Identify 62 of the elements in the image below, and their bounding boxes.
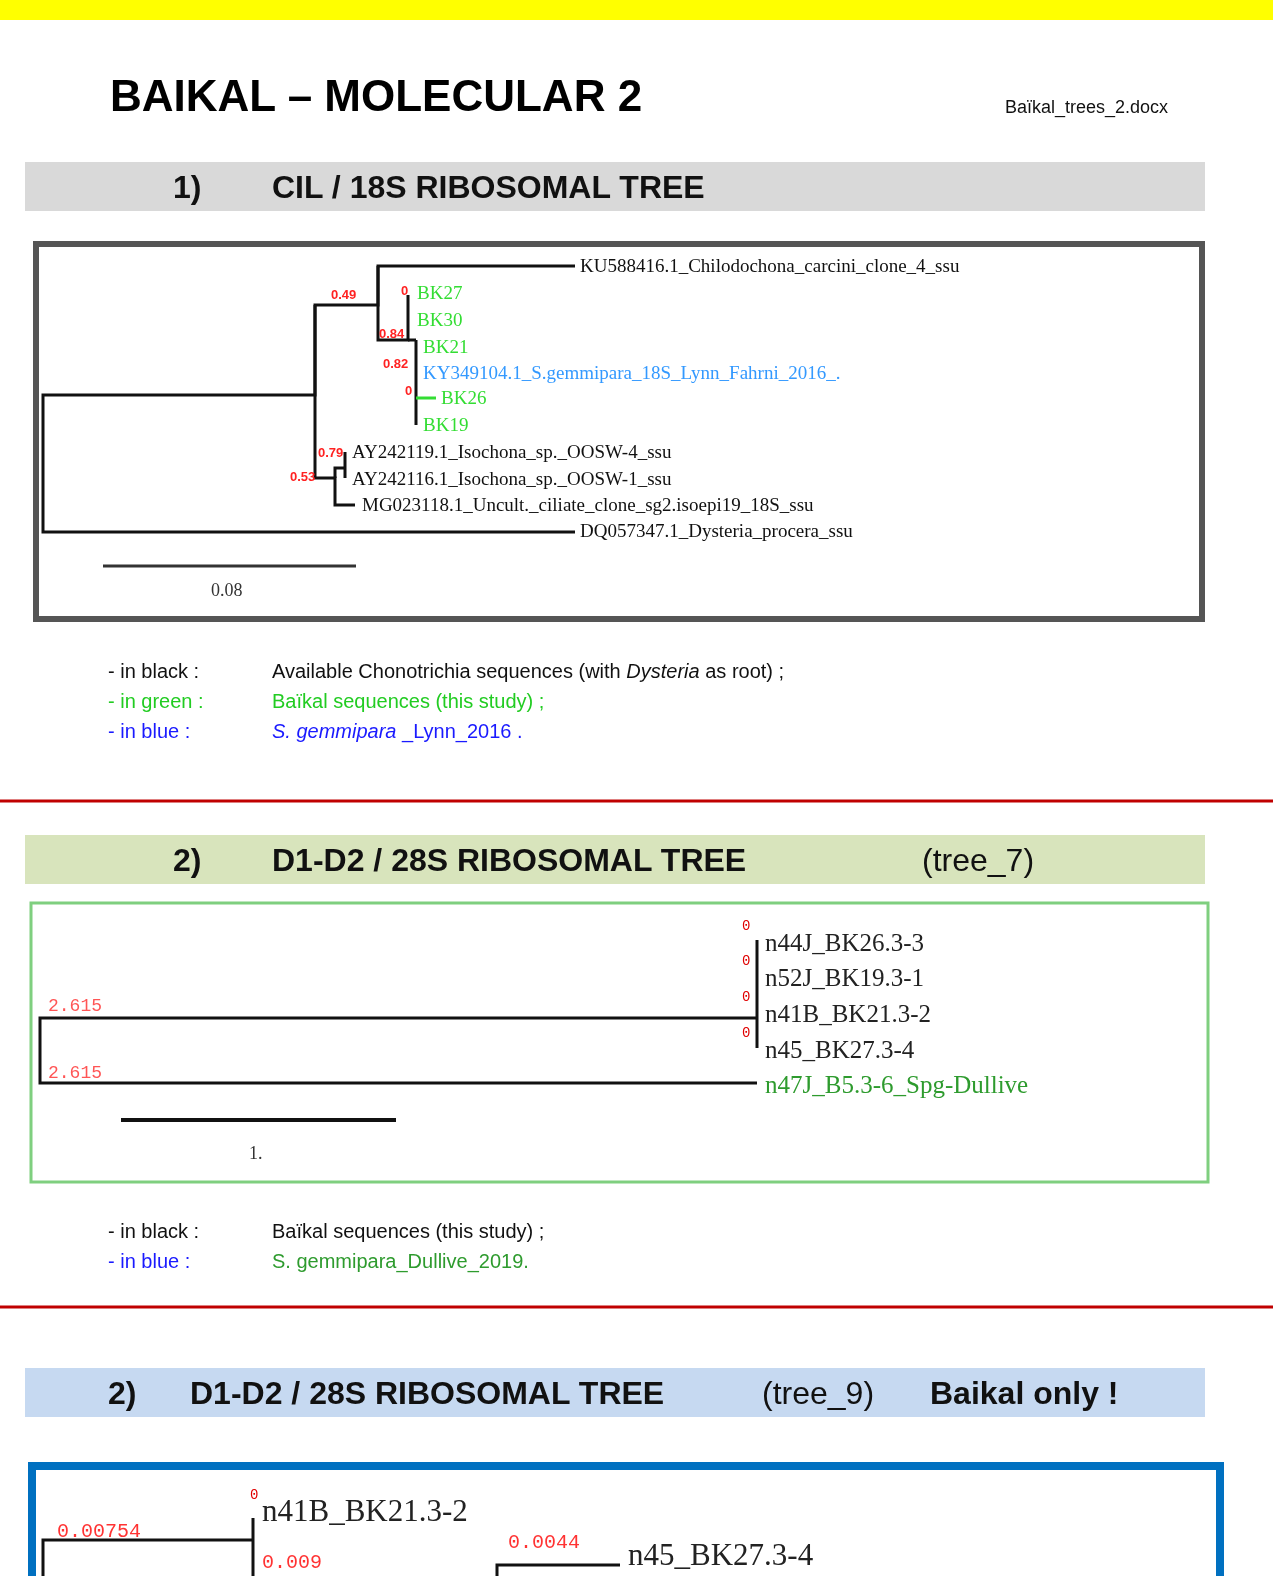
legend-text: S. gemmipara _Lynn_2016 . [272, 720, 523, 742]
scale-value: 0.08 [211, 581, 243, 601]
leaf-label: n47J_B5.3-6_Spg-Dullive [765, 1071, 1029, 1099]
branch-value: 0.00754 [57, 1521, 141, 1543]
section-header-band [25, 162, 1205, 211]
leaf-label: KU588416.1_Chilodochona_carcini_clone_4_ssu [580, 256, 960, 277]
leaf-label: AY242116.1_Isochona_sp._OOSW-1_ssu [352, 469, 672, 490]
leaf-label: n45_BK27.3-4 [628, 1538, 814, 1573]
tree-id: (tree_7) [922, 844, 1035, 876]
legend-key: - in green : [108, 690, 204, 712]
branch-value: 0.009 [262, 1552, 322, 1574]
section-title: D1-D2 / 28S RIBOSOMAL TREE [190, 1377, 665, 1409]
section-number: 2) [108, 1377, 137, 1409]
leaf-label: BK19 [423, 415, 469, 436]
branch-value: 0.0044 [508, 1532, 580, 1554]
branch-value: 2.615 [48, 1064, 102, 1084]
leaf-label: MG023118.1_Uncult._ciliate_clone_sg2.isoepi19_18S_ssu [362, 495, 814, 516]
legend-text: Baïkal sequences (this study) ; [272, 690, 545, 712]
section-header-band [25, 1368, 1205, 1417]
support-value: 0.79 [318, 446, 344, 461]
branch-value: 2.615 [48, 997, 102, 1017]
section-number: 1) [173, 171, 202, 203]
branch-value: 0 [742, 919, 751, 935]
branch-value: 0 [742, 954, 751, 970]
support-value: 0.84 [379, 327, 405, 342]
leaf-label: BK30 [417, 310, 463, 331]
legend-key: - in black : [108, 660, 200, 682]
leaf-label: BK21 [423, 337, 469, 358]
page-title: BAIKAL – MOLECULAR 2 [110, 72, 643, 121]
legend-text: Baïkal sequences (this study) ; [272, 1220, 545, 1242]
legend-key: - in black : [108, 1220, 200, 1242]
scale-value: 1. [249, 1144, 263, 1164]
support-value: 0.53 [290, 470, 316, 485]
branch-value: 0 [742, 1026, 751, 1042]
support-value: 0.49 [331, 288, 357, 303]
support-value: 0 [401, 284, 409, 299]
leaf-label: AY242119.1_Isochona_sp._OOSW-4_ssu [352, 442, 672, 463]
note-text: Baikal only ! [930, 1377, 1119, 1409]
tree-id: (tree_9) [762, 1377, 875, 1409]
legend-text: S. gemmipara_Dullive_2019. [272, 1250, 529, 1272]
legend-key: - in blue : [108, 720, 191, 742]
section-number: 2) [173, 844, 202, 876]
leaf-label: n44J_BK26.3-3 [765, 929, 925, 957]
leaf-label: n45_BK27.3-4 [765, 1036, 915, 1064]
file-name: Baïkal_trees_2.docx [1005, 98, 1169, 118]
support-value: 0 [405, 384, 413, 399]
section-header-band [25, 835, 1205, 884]
support-value: 0.82 [383, 357, 409, 372]
leaf-label: n52J_BK19.3-1 [765, 964, 925, 992]
leaf-label: KY349104.1_S.gemmipara_18S_Lynn_Fahrni_2016_. [423, 363, 841, 384]
section-title: D1-D2 / 28S RIBOSOMAL TREE [272, 844, 747, 876]
leaf-label: BK27 [417, 283, 463, 304]
leaf-label: DQ057347.1_Dysteria_procera_ssu [580, 521, 853, 542]
leaf-label: n41B_BK21.3-2 [765, 1000, 931, 1028]
leaf-label: BK26 [441, 388, 487, 409]
branch-value: 0 [250, 1488, 259, 1504]
legend-text: Available Chonotrichia sequences (with Dysteria as root) ; [272, 660, 785, 682]
legend-key: - in blue : [108, 1250, 191, 1272]
section-title: CIL / 18S RIBOSOMAL TREE [272, 171, 705, 203]
branch-value: 0 [742, 990, 751, 1006]
top-bar [0, 0, 1273, 20]
leaf-label: n41B_BK21.3-2 [262, 1494, 468, 1529]
